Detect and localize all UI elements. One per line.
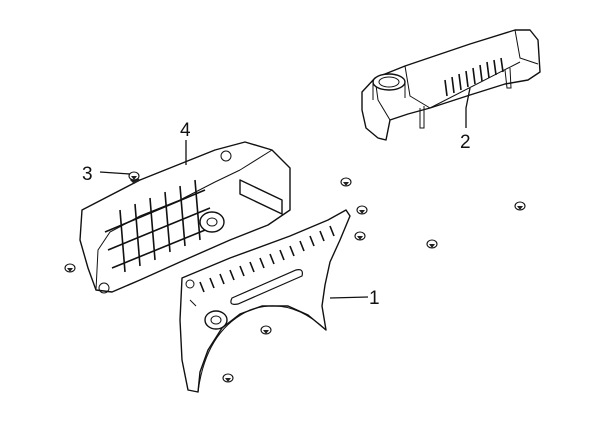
callout-1: 1 (369, 288, 380, 309)
leader-3 (99, 171, 131, 175)
screw-part-3 (128, 171, 140, 181)
screw (260, 325, 272, 335)
part-top-cover (361, 29, 541, 141)
part-rear-guard (79, 141, 291, 294)
part-front-guard (179, 209, 351, 393)
leader-1 (329, 296, 369, 299)
callout-2: 2 (460, 132, 471, 153)
screw (426, 239, 438, 249)
screw (356, 205, 368, 215)
callout-labels: 1 2 3 4 (82, 120, 471, 309)
callout-4: 4 (180, 120, 191, 141)
screw (222, 373, 234, 383)
screw (340, 177, 352, 187)
leader-2 (465, 87, 471, 128)
screw (64, 263, 76, 273)
screw (354, 231, 366, 241)
leader-lines (99, 87, 471, 299)
callout-3: 3 (82, 164, 93, 185)
screw (514, 201, 526, 211)
fasteners (64, 171, 526, 383)
